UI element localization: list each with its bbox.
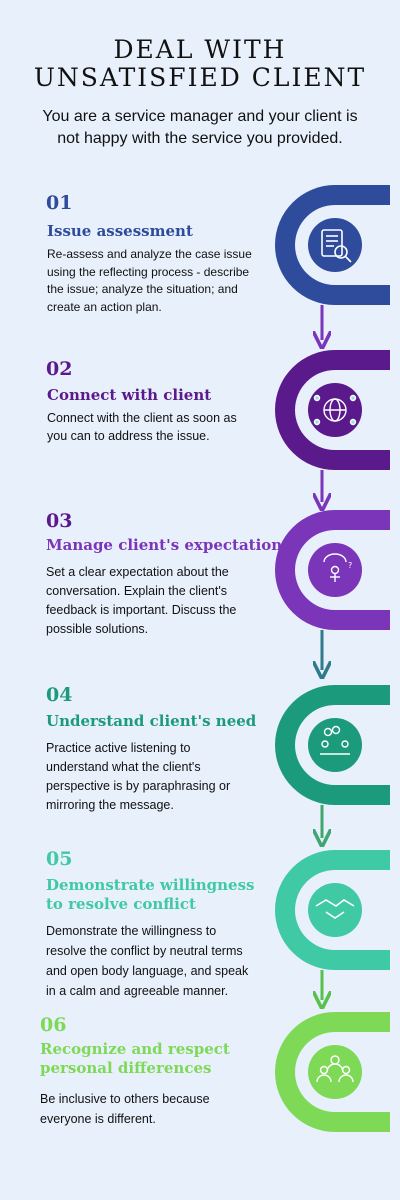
step-6-heading-line-1: Recognize and respect — [40, 1040, 230, 1058]
step-3-heading: Manage client's expectation — [46, 536, 283, 554]
step-3-body: Set a clear expectation about the conver… — [46, 565, 237, 636]
step-6-number: 06 — [40, 1014, 67, 1036]
step-4-body: Practice active listening to understand … — [46, 741, 231, 812]
step-6-heading-line-2: personal differences — [40, 1059, 212, 1077]
step-1-number: 01 — [46, 192, 73, 214]
step-3-shape: ? — [275, 510, 390, 670]
step-4-shape — [275, 685, 390, 838]
handshake-icon — [315, 899, 355, 919]
step-6-heading: Recognize and respect personal differenc… — [40, 1040, 230, 1078]
thinking-person-icon: ? — [323, 553, 352, 582]
step-6-shape — [275, 1012, 390, 1132]
step-2-heading: Connect with client — [47, 386, 212, 404]
step-2-shape — [275, 350, 390, 502]
step-1-shape — [275, 185, 390, 340]
document-magnifier-icon — [321, 229, 352, 263]
title-line-1: DEAL WITH — [113, 35, 287, 64]
globe-network-icon — [313, 394, 357, 426]
step-5-body: Demonstrate the willingness to resolve t… — [46, 924, 249, 998]
step-3-number: 03 — [46, 510, 73, 532]
step-5-heading: Demonstrate willingness to resolve confl… — [46, 876, 254, 914]
intro-text: You are a service manager and your clien… — [42, 108, 358, 147]
process-graphic: ? — [275, 185, 390, 1132]
group-people-icon — [316, 1055, 354, 1083]
step-5-heading-line-1: Demonstrate willingness — [46, 876, 255, 894]
title-line-2: UNSATISFIED CLIENT — [33, 63, 367, 92]
step-5-number: 05 — [46, 848, 73, 870]
step-1-heading: Issue assessment — [47, 222, 193, 240]
meeting-icon — [320, 725, 350, 755]
page-title: DEAL WITH UNSATISFIED CLIENT — [0, 36, 400, 92]
step-6-body: Be inclusive to others because everyone … — [40, 1092, 210, 1126]
step-5-shape — [275, 850, 390, 1000]
step-2-number: 02 — [46, 358, 73, 380]
step-2-body: Connect with the client as soon as you c… — [47, 411, 237, 443]
step-1-body: Re-assess and analyze the case issue usi… — [47, 247, 252, 314]
step-5-heading-line-2: to resolve conflict — [46, 895, 196, 913]
step-4-heading: Understand client's need — [46, 712, 257, 730]
step-4-number: 04 — [46, 684, 73, 706]
svg-text:?: ? — [348, 561, 352, 570]
